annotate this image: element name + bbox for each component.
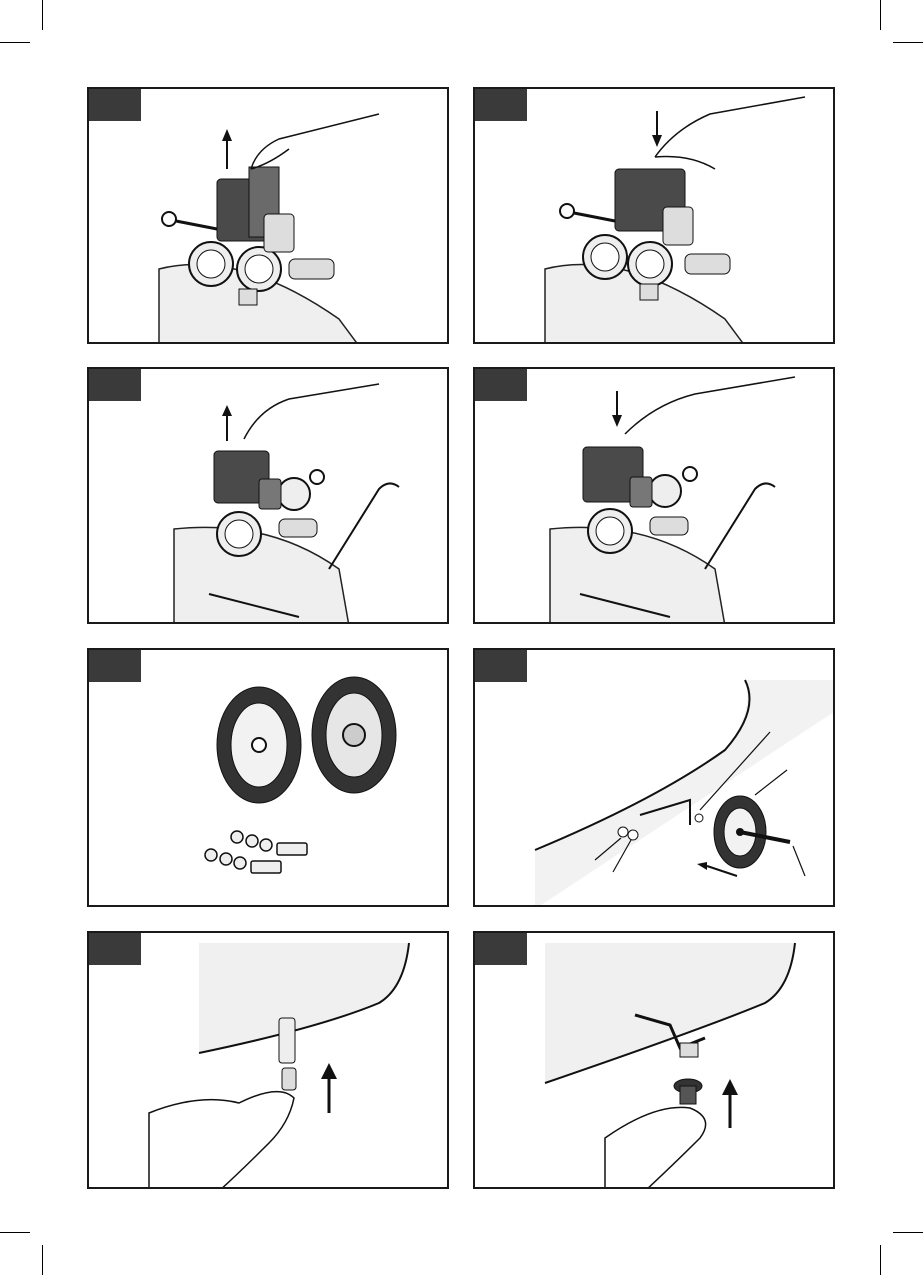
crop-mark <box>42 1245 43 1275</box>
crop-mark <box>880 1245 881 1275</box>
foot-bracket-illustration <box>475 933 835 1189</box>
pressure-switch-illustration <box>89 89 449 344</box>
crop-mark <box>42 0 43 30</box>
crop-mark <box>0 1232 30 1233</box>
figure-panel-3 <box>87 367 449 624</box>
figure-panel-7 <box>87 931 449 1189</box>
wheel-mounting-illustration <box>475 650 835 907</box>
figure-panel-8 <box>473 931 835 1189</box>
figure-panel-6 <box>473 648 835 907</box>
foot-insert-illustration <box>89 933 449 1189</box>
pressure-switch-rear-illustration <box>89 369 449 624</box>
crop-mark <box>880 0 881 30</box>
pressure-switch-illustration <box>475 89 835 344</box>
crop-mark <box>893 42 923 43</box>
wheels-and-bolts-illustration <box>89 650 449 907</box>
crop-mark <box>0 42 30 43</box>
crop-mark <box>893 1232 923 1233</box>
figure-panel-5 <box>87 648 449 907</box>
figure-panel-2 <box>473 87 835 344</box>
figure-panel-1 <box>87 87 449 344</box>
pressure-switch-rear-illustration <box>475 369 835 624</box>
figure-panel-4 <box>473 367 835 624</box>
